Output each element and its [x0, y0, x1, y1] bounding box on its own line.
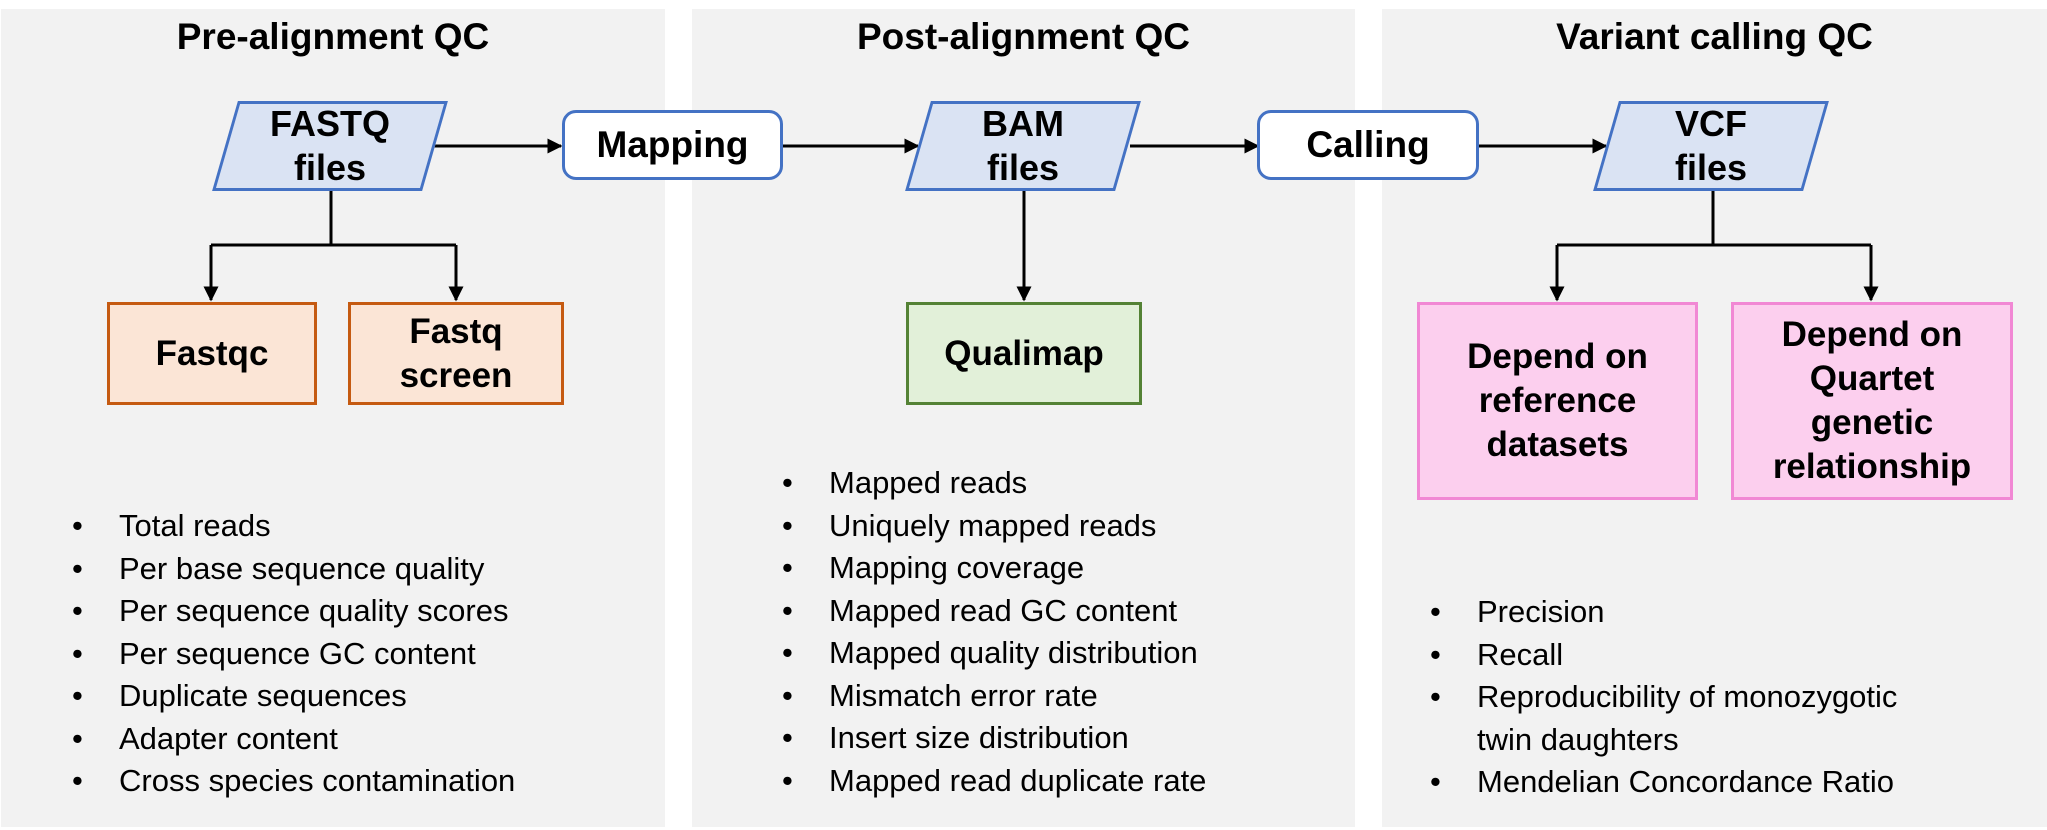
vcf-files-label: VCF files [1674, 103, 1748, 188]
metric-item: Adapter content [72, 718, 515, 761]
mapping-process: Mapping [562, 110, 783, 180]
metric-item: Uniquely mapped reads [782, 505, 1206, 548]
metric-item: Precision [1430, 591, 1897, 634]
calling-process: Calling [1257, 110, 1479, 180]
pre-alignment-title: Pre-alignment QC [176, 16, 490, 57]
metric-item: Mapped reads [782, 462, 1206, 505]
metric-item: Per base sequence quality [72, 548, 515, 591]
qualimap-box: Qualimap [906, 302, 1142, 405]
metric-item: Mismatch error rate [782, 675, 1206, 718]
bam-files-label: BAM files [982, 103, 1064, 188]
metric-item: Mapping coverage [782, 547, 1206, 590]
metric-item: Mapped read GC content [782, 590, 1206, 633]
metric-item: Total reads [72, 505, 515, 548]
fastq-files-node: FASTQ files [212, 101, 448, 191]
variant-calling-title: Variant calling QC [1556, 16, 1873, 57]
fastq-files-label: FASTQ files [269, 103, 390, 188]
metric-item: Reproducibility of monozygotic twin daug… [1430, 676, 1897, 761]
fastqc-box: Fastqc [107, 302, 317, 405]
metric-item: Mendelian Concordance Ratio [1430, 761, 1897, 804]
metric-item: Mapped read duplicate rate [782, 760, 1206, 803]
metric-item: Recall [1430, 634, 1897, 677]
metric-item: Mapped quality distribution [782, 632, 1206, 675]
variant-calling-metrics: PrecisionRecallReproducibility of monozy… [1430, 591, 1897, 804]
reference-datasets-box: Depend on reference datasets [1417, 302, 1698, 500]
post-alignment-title: Post-alignment QC [856, 16, 1191, 57]
pre-alignment-metrics: Total readsPer base sequence qualityPer … [72, 505, 515, 803]
metric-item: Cross species contamination [72, 760, 515, 803]
metric-item: Duplicate sequences [72, 675, 515, 718]
vcf-files-node: VCF files [1593, 101, 1829, 191]
metric-item: Per sequence GC content [72, 633, 515, 676]
quartet-relationship-box: Depend on Quartet genetic relationship [1731, 302, 2013, 500]
post-alignment-metrics: Mapped readsUniquely mapped readsMapping… [782, 462, 1206, 802]
metric-item: Per sequence quality scores [72, 590, 515, 633]
bam-files-node: BAM files [905, 101, 1141, 191]
metric-item: Insert size distribution [782, 717, 1206, 760]
fastq-screen-box: Fastq screen [348, 302, 564, 405]
